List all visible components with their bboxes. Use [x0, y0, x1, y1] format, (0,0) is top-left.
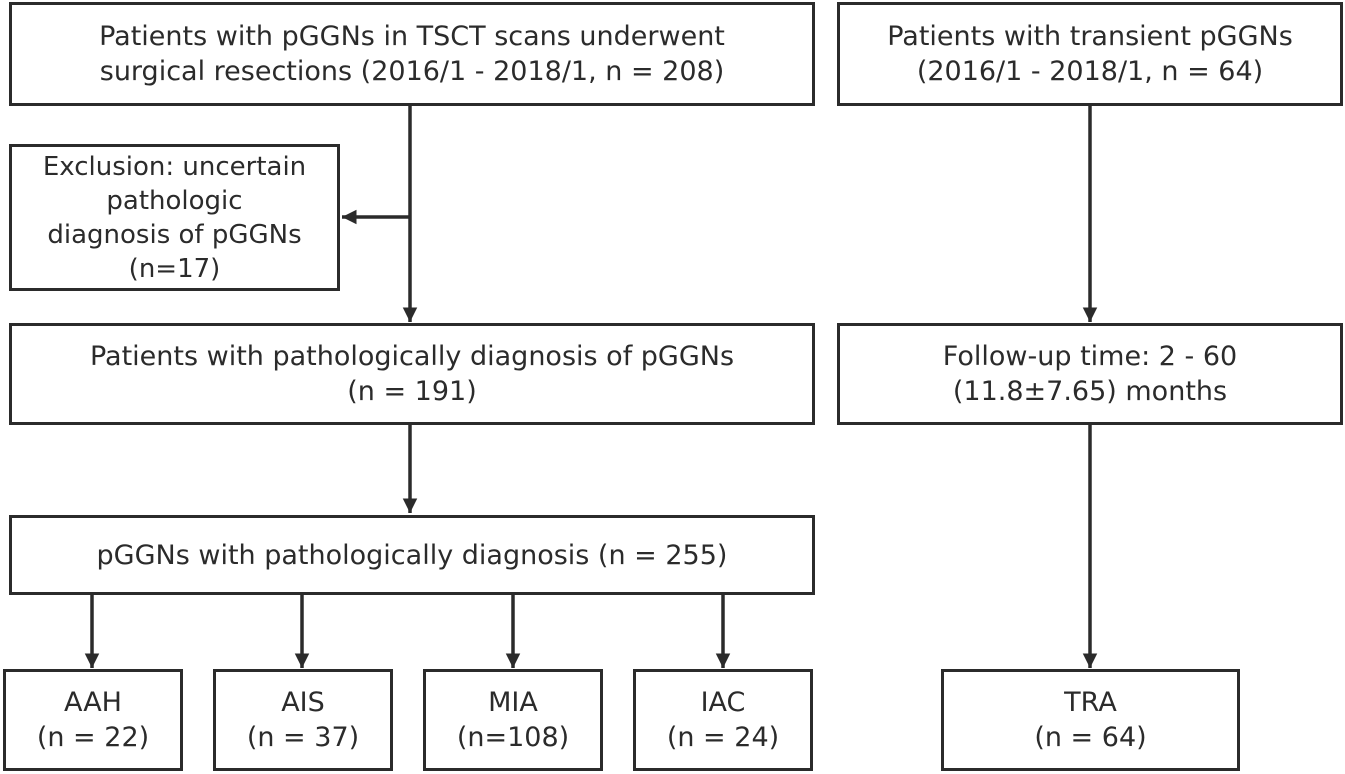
node-exclusion-line-2: pathologic [106, 185, 243, 216]
node-exclusion: Exclusion: uncertain pathologic diagnosi… [9, 144, 340, 291]
node-surgical: Patients with pGGNs in TSCT scans underw… [9, 2, 815, 106]
node-ais: AIS (n = 37) [213, 669, 393, 771]
node-aah-line-2: (n = 22) [36, 722, 150, 753]
node-ais-line-2: (n = 37) [246, 722, 360, 753]
node-diagnosed-patients: Patients with pathologically diagnosis o… [9, 323, 815, 425]
node-followup: Follow-up time: 2 - 60 (11.8±7.65) month… [837, 323, 1343, 425]
node-ais-line-1: AIS [281, 687, 325, 718]
node-transient-line-1: Patients with transient pGGNs [887, 21, 1293, 52]
node-iac: IAC (n = 24) [633, 669, 813, 771]
node-followup-line-2: (11.8±7.65) months [952, 376, 1228, 407]
node-surgical-line-2: surgical resections (2016/1 - 2018/1, n … [99, 56, 725, 87]
node-aah: AAH (n = 22) [3, 669, 183, 771]
node-diagnosed-nodules: pGGNs with pathologically diagnosis (n =… [9, 515, 815, 595]
node-transient-line-2: (2016/1 - 2018/1, n = 64) [916, 56, 1264, 87]
node-aah-line-1: AAH [63, 687, 122, 718]
node-diagnosed-patients-line-1: Patients with pathologically diagnosis o… [89, 341, 735, 372]
node-tra-line-2: (n = 64) [1034, 722, 1147, 753]
node-exclusion-line-1: Exclusion: uncertain [42, 151, 307, 182]
node-exclusion-line-3: diagnosis of pGGNs [47, 219, 302, 250]
node-mia-line-1: MIA [488, 687, 538, 718]
node-surgical-line-1: Patients with pGGNs in TSCT scans underw… [99, 21, 725, 52]
node-transient: Patients with transient pGGNs (2016/1 - … [837, 2, 1343, 106]
node-iac-line-1: IAC [700, 687, 746, 718]
node-tra: TRA (n = 64) [941, 669, 1240, 771]
node-exclusion-line-4: (n=17) [128, 253, 221, 284]
node-tra-line-1: TRA [1064, 687, 1117, 718]
node-mia-line-2: (n=108) [456, 722, 570, 753]
node-followup-line-1: Follow-up time: 2 - 60 [942, 341, 1238, 372]
node-diagnosed-patients-line-2: (n = 191) [347, 376, 477, 407]
node-iac-line-2: (n = 24) [666, 722, 780, 753]
node-mia: MIA (n=108) [423, 669, 603, 771]
node-diagnosed-nodules-line-1: pGGNs with pathologically diagnosis (n =… [96, 539, 728, 571]
